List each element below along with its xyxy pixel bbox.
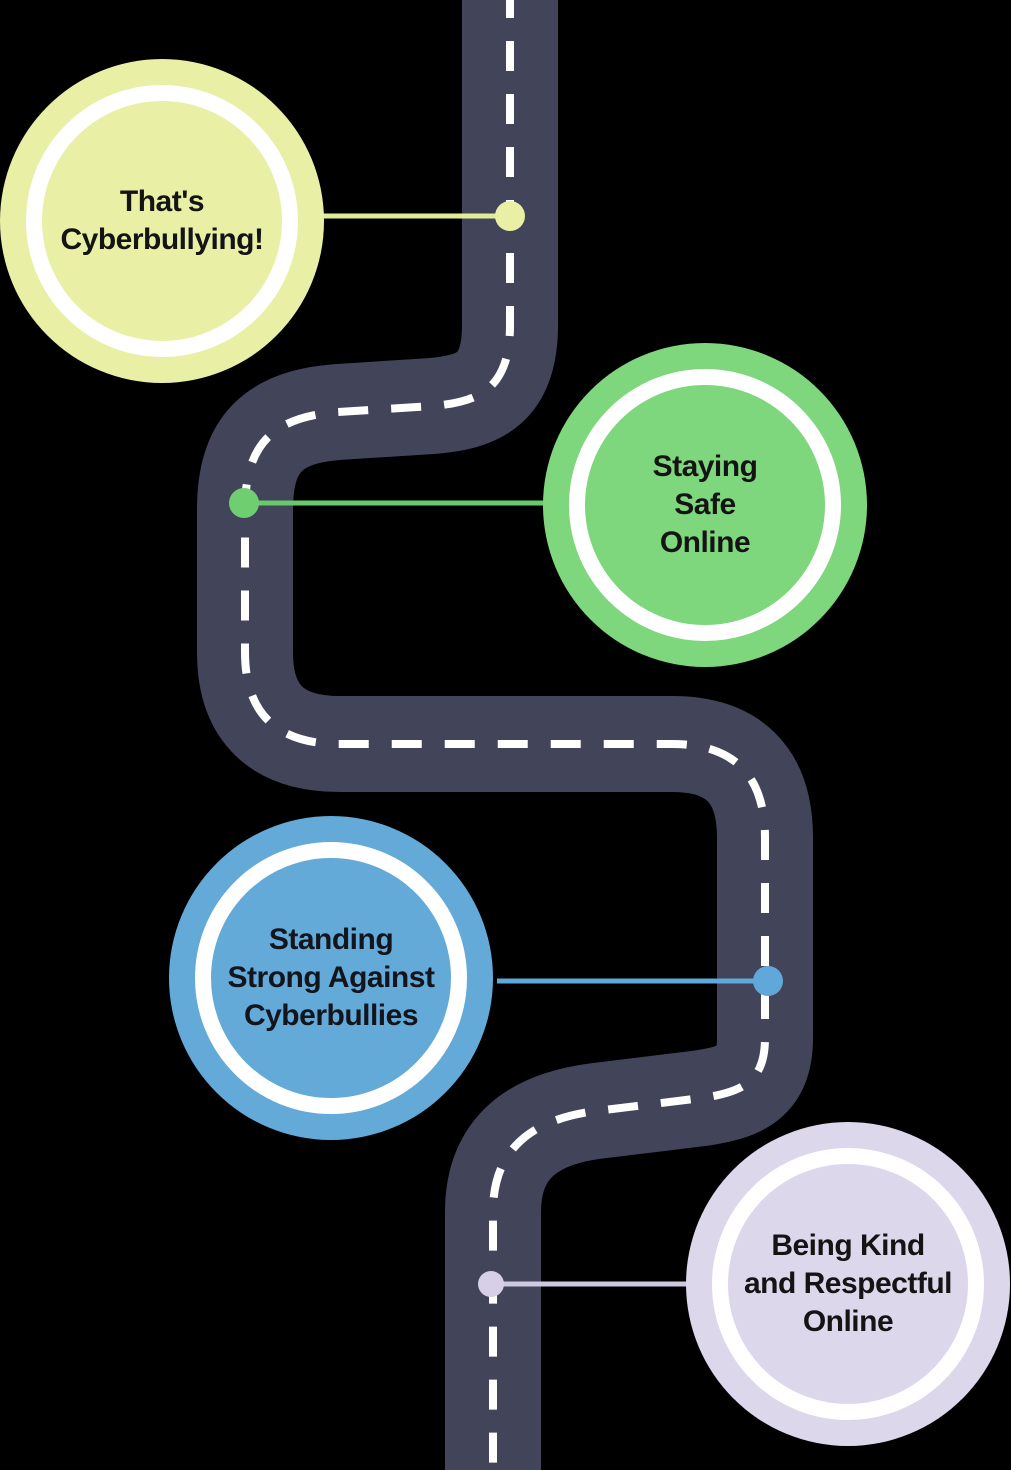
milestone-ring: Being Kind and Respectful Online <box>712 1148 984 1420</box>
milestone-label-line: and Respectful <box>743 1267 953 1300</box>
milestone-label: Staying Safe Online <box>653 448 758 562</box>
milestone-label-line: That's <box>119 185 205 218</box>
milestone-label-line: Being Kind <box>771 1229 925 1262</box>
milestone-label-line: Strong Against <box>227 961 435 994</box>
road-marker-dot-thats-cyberbullying <box>495 201 525 231</box>
milestone-label-line: Staying <box>652 450 758 483</box>
milestone-ring: Standing Strong Against Cyberbullies <box>195 842 467 1114</box>
milestone-label-line: Online <box>659 526 751 559</box>
road-marker-dot-being-kind <box>478 1271 504 1297</box>
milestone-label-line: Safe <box>674 488 736 521</box>
milestone-label-line: Online <box>802 1305 894 1338</box>
milestone-ring: That's Cyberbullying! <box>26 85 298 357</box>
milestone-label-line: Standing <box>268 923 394 956</box>
milestone-label-line: Cyberbullies <box>243 999 419 1032</box>
milestone-label: Standing Strong Against Cyberbullies <box>228 921 435 1035</box>
milestone-label: Being Kind and Respectful Online <box>743 1227 953 1341</box>
milestone-label: That's Cyberbullying! <box>60 183 264 259</box>
road-marker-dot-standing-strong <box>753 966 783 996</box>
road-centerline-dashes <box>241 0 769 1470</box>
milestone-being-kind-and-respectful-online: Being Kind and Respectful Online <box>686 1122 1010 1446</box>
milestone-thats-cyberbullying: That's Cyberbullying! <box>0 59 324 383</box>
milestone-label-line: Cyberbullying! <box>60 223 264 256</box>
milestone-standing-strong-against-cyberbullies: Standing Strong Against Cyberbullies <box>169 816 493 1140</box>
milestone-staying-safe-online: Staying Safe Online <box>543 343 867 667</box>
road-marker-dot-staying-safe-online <box>229 488 259 518</box>
milestone-ring: Staying Safe Online <box>569 369 841 641</box>
